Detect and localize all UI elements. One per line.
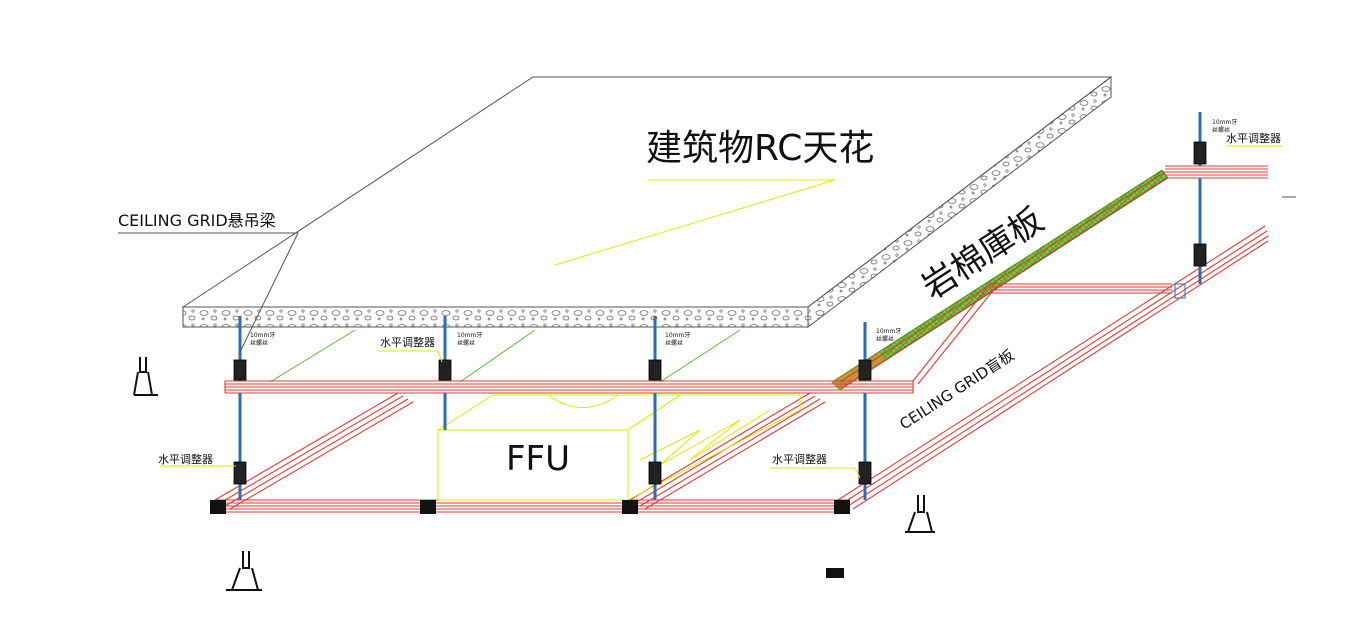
- leveler-label-top: 水平调整器: [1226, 131, 1281, 145]
- rod-callout-top: 10mm牙: [250, 332, 275, 339]
- leveler-icon: [1193, 141, 1207, 165]
- grid-beams: [214, 165, 1269, 513]
- leveler-icon: [233, 461, 247, 485]
- leveler-brackets: [233, 141, 1207, 485]
- leveler-label-right: 水平调整器: [772, 452, 827, 466]
- beam-end-brackets: [210, 283, 1186, 578]
- rod-callout-top: 10mm牙: [665, 332, 690, 339]
- lower-grid-beam: [215, 499, 850, 513]
- leader-lines: [160, 145, 1282, 479]
- upper-hanger-beam: [224, 380, 914, 394]
- bracket-icon: [210, 500, 226, 514]
- bracket-icon: [826, 568, 844, 578]
- rod-callout-top: 10mm牙: [457, 332, 482, 339]
- rod-callouts: 10mm牙 丝螺丝 10mm牙 丝螺丝 10mm牙 丝螺丝 10mm牙 丝螺丝 …: [250, 119, 1237, 347]
- rod-callout-bottom: 丝螺丝: [1212, 126, 1230, 134]
- rod-callout-top: 10mm牙: [1212, 119, 1237, 126]
- grid-profile-icon: [133, 357, 935, 591]
- ceiling-title: 建筑物RC天花: [646, 128, 874, 169]
- rc-ceiling-slab: [181, 75, 1113, 329]
- bracket-icon: [622, 500, 638, 514]
- rod-callout-top: 10mm牙: [876, 328, 901, 335]
- middle-back-beam: [990, 283, 1172, 294]
- ffu-unit: [436, 394, 801, 501]
- leveler-label-left: 水平调整器: [158, 452, 213, 466]
- leveler-label-mid: 水平调整器: [380, 335, 435, 349]
- panel-edge-lines: [269, 329, 741, 383]
- leveler-icon: [858, 359, 872, 381]
- bracket-icon: [834, 500, 850, 514]
- leveler-icon: [438, 359, 452, 381]
- diagonal-beams: [214, 171, 1269, 510]
- leader-lines-gray: [118, 196, 1296, 353]
- leveler-icon: [648, 359, 662, 381]
- leveler-icon: [648, 461, 662, 485]
- leveler-icon: [233, 359, 247, 381]
- rod-callout-bottom: 丝螺丝: [457, 339, 475, 347]
- leveler-icon: [1193, 243, 1207, 267]
- rod-callout-bottom: 丝螺丝: [250, 339, 268, 347]
- rod-callout-bottom: 丝螺丝: [665, 339, 683, 347]
- rod-callout-bottom: 丝螺丝: [876, 335, 894, 343]
- bracket-icon: [420, 500, 436, 514]
- grid-hanger-label: CEILING GRID悬吊梁: [118, 211, 276, 230]
- grid-blank-label: CEILING GRID盲板: [896, 346, 1017, 433]
- upper-back-beam: [1165, 165, 1268, 179]
- bracket-icon: [1174, 283, 1186, 299]
- ffu-label: FFU: [506, 439, 570, 479]
- leveler-icon: [858, 461, 872, 485]
